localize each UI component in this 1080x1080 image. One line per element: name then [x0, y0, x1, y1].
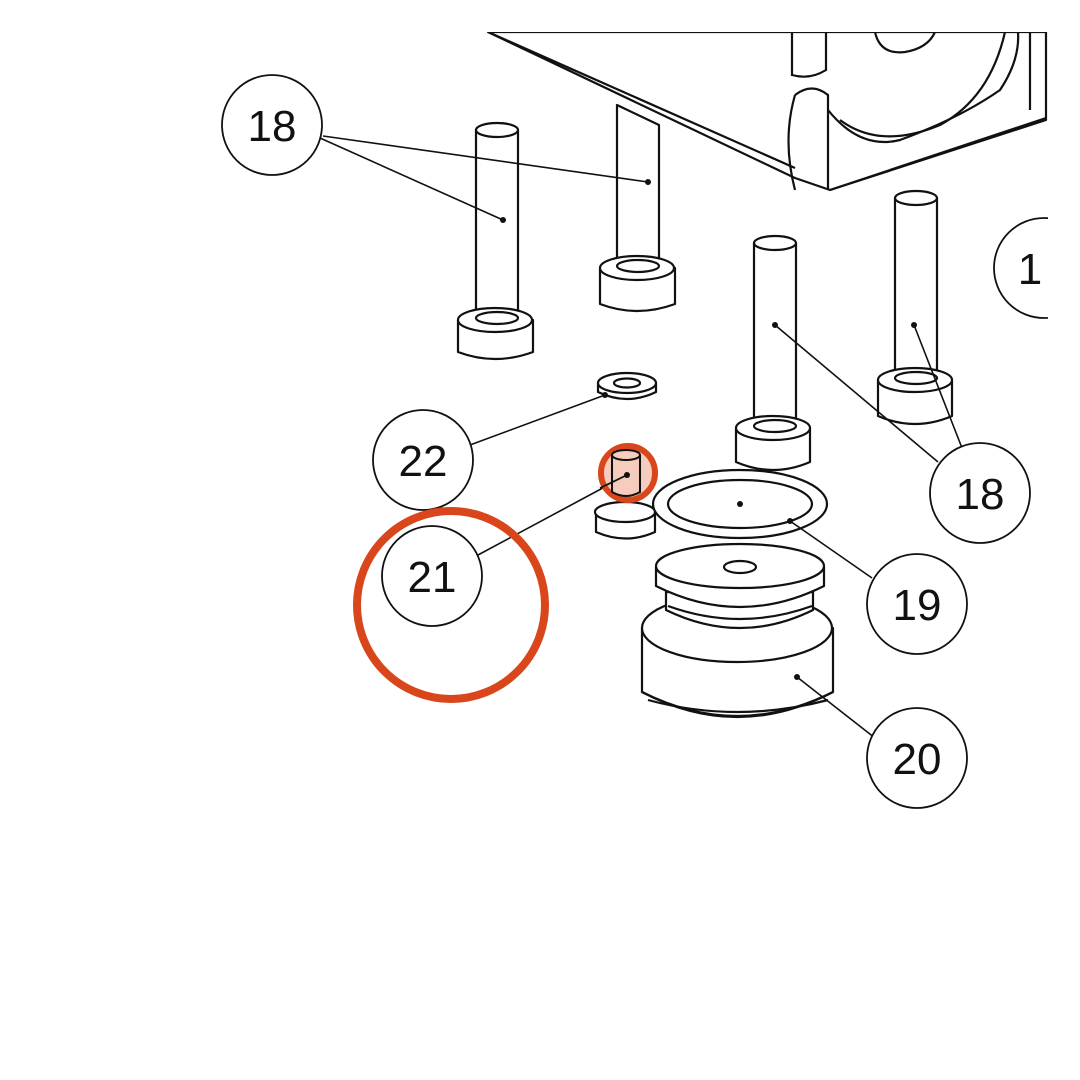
- pin-21-overlay: [599, 449, 641, 497]
- screw-18-right-front: [734, 234, 812, 472]
- highlight-callout-21-circle: [353, 507, 549, 703]
- callout-20-label: 20: [893, 735, 942, 784]
- callout-22-label: 22: [399, 437, 448, 486]
- highlight-annotations: [353, 443, 658, 703]
- foot-20: [640, 542, 835, 718]
- o-ring-19: [651, 468, 829, 540]
- base-housing: [486, 32, 1048, 192]
- screw-18-left: [456, 121, 535, 361]
- callout-18-right-label: 18: [956, 470, 1005, 519]
- screw-18-right-back: [876, 189, 954, 426]
- callout-18-label: 18: [248, 102, 297, 151]
- callout-22: 22: [372, 409, 474, 511]
- callout-partial-edge: 1: [993, 217, 1048, 319]
- leader-lines: [319, 135, 963, 739]
- callout-20: 20: [866, 707, 968, 809]
- callout-19-label: 19: [893, 581, 942, 630]
- callout-21: 21: [381, 525, 483, 627]
- callout-18-right: 18: [929, 442, 1031, 544]
- callout-18-top-left: 18: [221, 74, 323, 176]
- callout-21-label: 21: [408, 553, 457, 602]
- washer-22: [596, 371, 658, 401]
- callout-19: 19: [866, 553, 968, 655]
- screw-18-middle: [598, 103, 677, 313]
- callout-partial-label: 1: [1018, 245, 1042, 294]
